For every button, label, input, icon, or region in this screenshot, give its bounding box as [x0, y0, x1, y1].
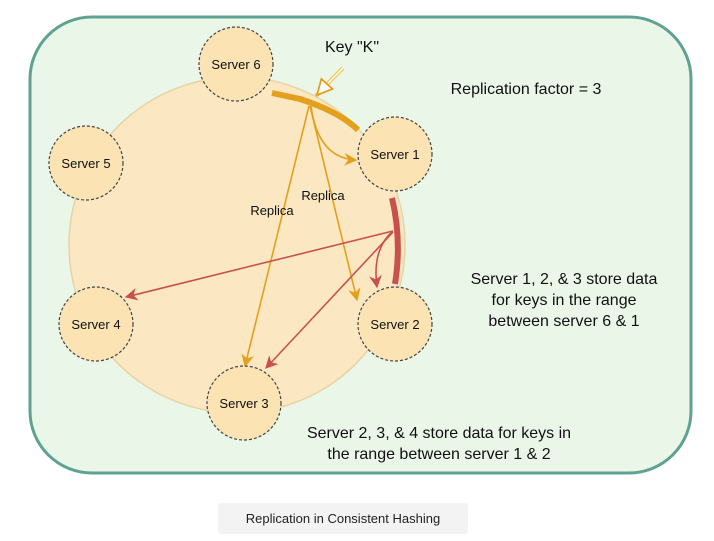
server-node-5-label: Server 5	[61, 156, 110, 171]
note-range-s6-s1-line2: for keys in the range	[492, 292, 637, 309]
key-input-arrow	[318, 67, 344, 94]
replication-factor-label: Replication factor = 3	[451, 81, 602, 98]
server-node-4-label: Server 4	[71, 317, 120, 332]
server-node-1-circle	[357, 116, 433, 192]
replica-label-left: Replica	[250, 203, 294, 218]
server-node-6-label: Server 6	[211, 57, 260, 72]
arrow-key-to-server3	[241, 105, 310, 368]
range-arc-s6-s1	[271, 90, 361, 133]
server-node-3-circle	[206, 365, 282, 441]
server-node-5: Server 5	[48, 125, 124, 201]
note-range-s6-s1-line1: Server 1, 2, & 3 store data	[471, 271, 658, 288]
key-label: Key "K"	[325, 39, 379, 56]
note-range-s1-s2-line2: the range between server 1 & 2	[327, 446, 550, 463]
server-node-2-circle	[357, 286, 433, 362]
note-range-s1-s2-line1: Server 2, 3, & 4 store data for keys in	[307, 425, 571, 442]
figure-caption: Replication in Consistent Hashing	[218, 503, 468, 534]
note-range-s6-s1-line3: between server 6 & 1	[488, 313, 639, 330]
server-node-1: Server 1	[357, 116, 433, 192]
server-node-4-circle	[58, 286, 134, 362]
arrow-range2-to-server4	[124, 230, 394, 301]
server-node-2-label: Server 2	[370, 317, 419, 332]
server-node-1-label: Server 1	[370, 147, 419, 162]
replica-label-right: Replica	[301, 188, 345, 203]
range-arc-s1-s2	[389, 197, 401, 285]
note-range-s6-s1: Server 1, 2, & 3 store data for keys in …	[471, 271, 658, 330]
server-node-4: Server 4	[58, 286, 134, 362]
arrow-range2-to-server3	[265, 231, 394, 369]
server-node-6: Server 6	[198, 26, 274, 102]
arrow-key-to-server2	[309, 105, 361, 302]
server-node-2: Server 2	[357, 286, 433, 362]
server-node-6-circle	[198, 26, 274, 102]
server-node-5-circle	[48, 125, 124, 201]
server-node-3: Server 3	[206, 365, 282, 441]
note-range-s1-s2: Server 2, 3, & 4 store data for keys in …	[307, 425, 571, 463]
server-node-3-label: Server 3	[219, 396, 268, 411]
